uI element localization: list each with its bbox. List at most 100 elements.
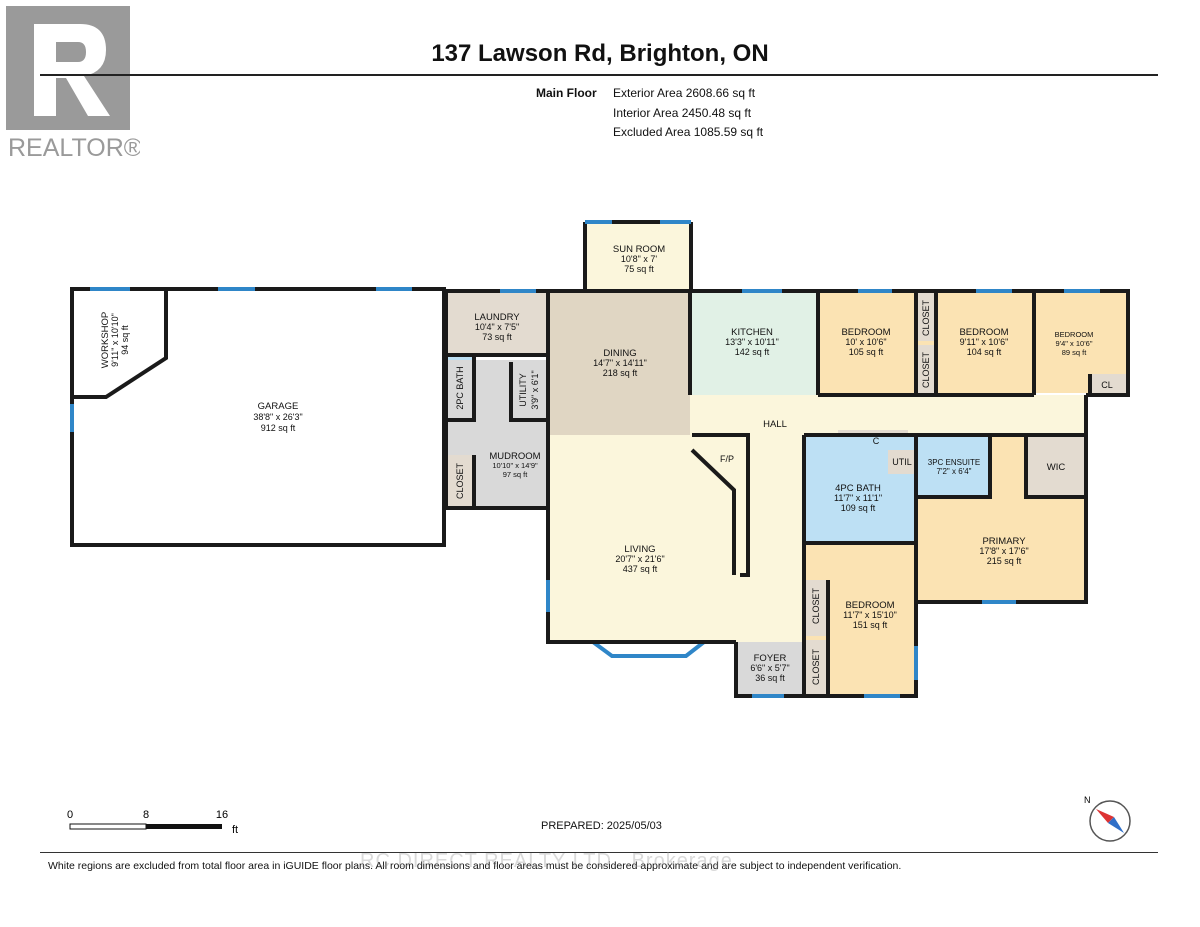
closet-b1-room — [916, 293, 936, 341]
compass-icon: N — [1084, 795, 1131, 842]
disclaimer: White regions are excluded from total fl… — [48, 860, 902, 872]
svg-text:437 sq ft: 437 sq ft — [623, 564, 658, 574]
closet-b2-room — [916, 345, 936, 393]
closet-b4b-label: CLOSET — [811, 648, 821, 685]
svg-text:10'8" x 7': 10'8" x 7' — [621, 254, 657, 264]
svg-text:13'3" x 10'11": 13'3" x 10'11" — [725, 337, 779, 347]
svg-text:10'10" x 14'9": 10'10" x 14'9" — [492, 461, 538, 470]
hall-lower — [740, 435, 804, 645]
compass-north-label: N — [1084, 795, 1091, 805]
closet-b1-label: CLOSET — [921, 299, 931, 336]
svg-text:10' x 10'6": 10' x 10'6" — [845, 337, 886, 347]
closet-b4b-room — [804, 640, 828, 694]
closet-b2-label: CLOSET — [921, 351, 931, 388]
foyer-label: FOYER 6'6" x 5'7" 36 sq ft — [750, 653, 789, 683]
svg-text:6'6" x 5'7": 6'6" x 5'7" — [750, 663, 789, 673]
brokerage-watermark: RC DIRECT REALTY LTD., Brokerage — [360, 850, 733, 872]
svg-text:3'9" x 6'1": 3'9" x 6'1" — [530, 370, 540, 409]
svg-text:104 sq ft: 104 sq ft — [967, 347, 1002, 357]
svg-text:GARAGE: GARAGE — [258, 401, 299, 412]
bath2pc-label: 2PC BATH — [455, 366, 465, 409]
closet-mud-label: CLOSET — [455, 462, 465, 499]
exterior-walls — [70, 220, 1130, 698]
svg-text:KITCHEN: KITCHEN — [731, 327, 773, 338]
svg-text:9'4" x 10'6": 9'4" x 10'6" — [1056, 339, 1093, 348]
bedroom1-label: BEDROOM 10' x 10'6" 105 sq ft — [841, 327, 890, 357]
primary-room — [918, 435, 1086, 602]
svg-text:LIVING: LIVING — [624, 544, 655, 555]
svg-text:SUN ROOM: SUN ROOM — [613, 244, 665, 255]
svg-text:75 sq ft: 75 sq ft — [624, 264, 654, 274]
svg-text:97 sq ft: 97 sq ft — [503, 470, 529, 479]
wic-label: WIC — [1047, 462, 1066, 473]
garage-room — [72, 289, 444, 545]
svg-text:LAUNDRY: LAUNDRY — [474, 312, 520, 323]
svg-text:UTILITY: UTILITY — [518, 373, 528, 407]
util-label: UTIL — [892, 457, 912, 467]
svg-text:9'11" x 10'10": 9'11" x 10'10" — [110, 313, 120, 367]
utility-label: UTILITY 3'9" x 6'1" — [518, 370, 540, 409]
bay-window — [591, 640, 706, 658]
svg-text:MUDROOM: MUDROOM — [489, 451, 540, 462]
svg-text:BEDROOM: BEDROOM — [841, 327, 890, 338]
svg-text:38'8" x 26'3": 38'8" x 26'3" — [253, 412, 302, 422]
page-title: 137 Lawson Rd, Brighton, ON — [431, 40, 769, 67]
wic-room — [1026, 435, 1086, 497]
svg-text:BEDROOM: BEDROOM — [959, 327, 1008, 338]
svg-text:94 sq ft: 94 sq ft — [120, 325, 130, 355]
cl-label: CL — [1101, 380, 1113, 390]
floor-label: Main Floor — [536, 86, 597, 100]
svg-text:215 sq ft: 215 sq ft — [987, 556, 1022, 566]
svg-text:17'8" x 17'6": 17'8" x 17'6" — [979, 546, 1028, 556]
svg-text:BEDROOM: BEDROOM — [845, 600, 894, 611]
svg-text:73 sq ft: 73 sq ft — [482, 332, 512, 342]
svg-text:DINING: DINING — [603, 348, 636, 359]
mudroom-label: MUDROOM 10'10" x 14'9" 97 sq ft — [489, 451, 540, 479]
title-divider — [40, 74, 1158, 76]
svg-text:FOYER: FOYER — [754, 653, 787, 664]
svg-text:4PC BATH: 4PC BATH — [835, 483, 881, 494]
svg-text:142 sq ft: 142 sq ft — [735, 347, 770, 357]
svg-text:11'7" x 15'10": 11'7" x 15'10" — [843, 610, 897, 620]
bedroom1-room — [818, 291, 916, 393]
interior-area: Interior Area 2450.48 sq ft — [613, 106, 752, 120]
dining-label: DINING 14'7" x 14'11" 218 sq ft — [593, 348, 647, 378]
svg-text:WORKSHOP: WORKSHOP — [100, 312, 111, 368]
scale-tick-8: 8 — [143, 809, 149, 821]
scale-tick-16: 16 — [216, 809, 228, 821]
bedroom2-label: BEDROOM 9'11" x 10'6" 104 sq ft — [959, 327, 1008, 357]
ensuite-room — [918, 435, 990, 497]
svg-text:10'4" x 7'5": 10'4" x 7'5" — [475, 322, 519, 332]
footer-divider — [40, 852, 1158, 853]
svg-text:3PC ENSUITE: 3PC ENSUITE — [928, 458, 980, 467]
scale-bar: 0 8 16 ft — [67, 809, 238, 836]
closet-b4a-room — [804, 580, 828, 636]
exterior-area: Exterior Area 2608.66 sq ft — [613, 86, 756, 100]
workshop-label: WORKSHOP 9'11" x 10'10" 94 sq ft — [100, 312, 130, 368]
primary-label: PRIMARY 17'8" x 17'6" 215 sq ft — [979, 536, 1028, 566]
svg-text:PRIMARY: PRIMARY — [982, 536, 1026, 547]
sunroom-room — [585, 222, 691, 293]
svg-text:89 sq ft: 89 sq ft — [1062, 348, 1088, 357]
util-room — [888, 450, 916, 474]
closet-b4a-label: CLOSET — [811, 587, 821, 624]
hall-room — [690, 395, 1086, 435]
svg-text:11'7" x 11'1": 11'7" x 11'1" — [834, 493, 882, 503]
scale-unit: ft — [232, 824, 238, 836]
svg-text:7'2" x 6'4": 7'2" x 6'4" — [937, 467, 972, 476]
svg-text:20'7" x 21'6": 20'7" x 21'6" — [615, 554, 664, 564]
garage-label: GARAGE 38'8" x 26'3" 912 sq ft — [253, 401, 302, 433]
ensuite-label: 3PC ENSUITE 7'2" x 6'4" — [928, 458, 980, 476]
laundry-label: LAUNDRY 10'4" x 7'5" 73 sq ft — [474, 312, 520, 342]
bedroom4-label: BEDROOM 11'7" x 15'10" 151 sq ft — [843, 600, 897, 630]
laundry-room — [446, 291, 548, 355]
c-label: C — [873, 436, 880, 446]
svg-text:14'7" x 14'11": 14'7" x 14'11" — [593, 358, 647, 368]
windows — [70, 220, 1100, 698]
closet-mud-room — [446, 455, 474, 508]
scale-tick-0: 0 — [67, 809, 73, 821]
dining-room — [550, 291, 690, 435]
svg-text:36 sq ft: 36 sq ft — [755, 673, 785, 683]
bath4pc-label: 4PC BATH 11'7" x 11'1" 109 sq ft — [834, 483, 882, 513]
svg-text:9'11" x 10'6": 9'11" x 10'6" — [960, 337, 1009, 347]
